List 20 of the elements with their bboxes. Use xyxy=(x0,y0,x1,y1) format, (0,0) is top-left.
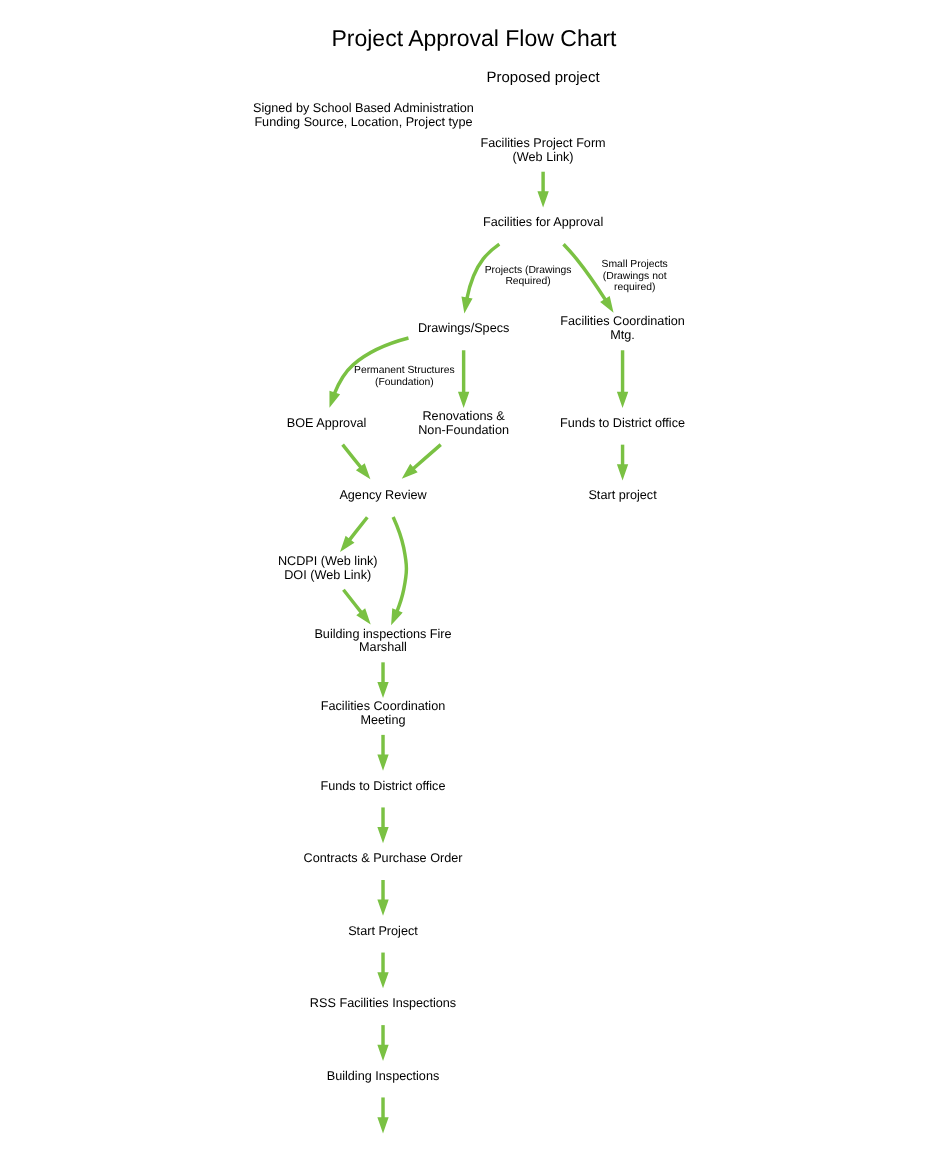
arrow xyxy=(377,880,389,916)
arrow xyxy=(562,243,614,313)
arrow xyxy=(377,662,389,699)
arrow xyxy=(377,1025,389,1061)
arrow xyxy=(341,443,371,480)
arrow xyxy=(616,444,629,481)
arrow xyxy=(537,171,549,208)
arrow xyxy=(329,336,409,408)
arrow xyxy=(401,443,442,479)
arrow xyxy=(377,734,389,771)
arrow xyxy=(457,350,470,408)
arrow xyxy=(377,807,389,844)
arrow xyxy=(340,516,369,552)
arrow xyxy=(377,1097,389,1134)
arrow xyxy=(616,350,629,408)
arrow xyxy=(377,952,389,989)
arrow xyxy=(342,588,371,625)
diagram-title: Project Approval Flow Chart xyxy=(331,27,617,52)
arrow xyxy=(391,516,409,626)
arrow xyxy=(461,242,501,314)
